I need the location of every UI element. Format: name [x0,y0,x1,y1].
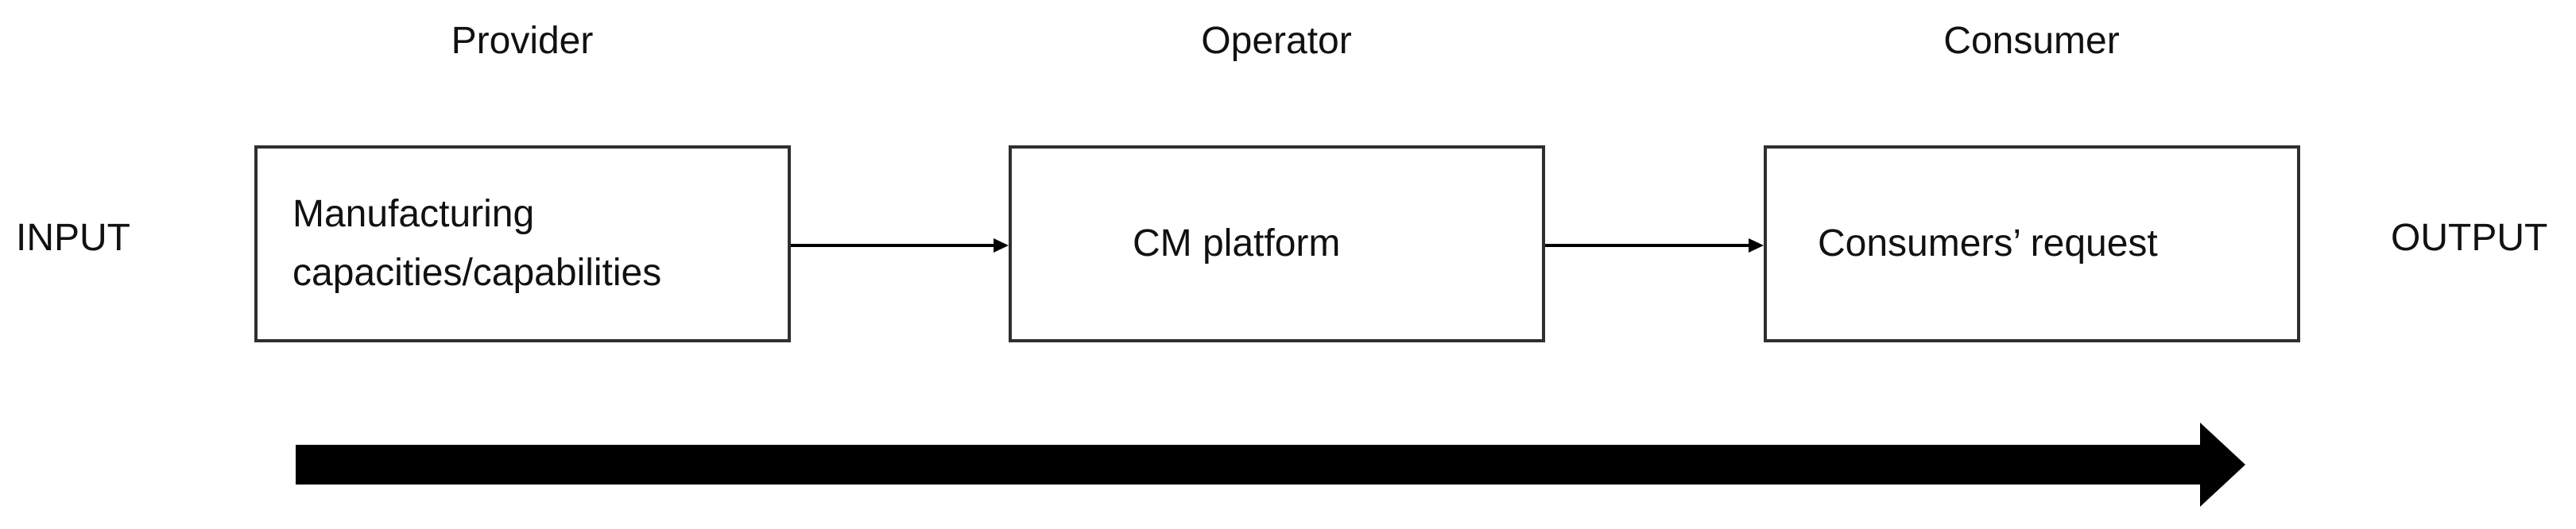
process-direction-arrow [296,423,2245,507]
consumer-box: Consumers’ request [1764,145,2300,342]
process-arrow-shaft [296,445,2203,485]
connector-arrowhead-1 [994,238,1009,253]
operator-box-text: CM platform [1133,222,1341,264]
provider-box-text: Manufacturing capacities/capabilities [258,185,661,303]
provider-box-line-1: Manufacturing [292,193,535,235]
connector-provider-operator [791,238,1009,253]
operator-label: Operator [1201,20,1352,62]
output-label: OUTPUT [2391,217,2548,259]
consumer-box-text: Consumers’ request [1818,222,2158,264]
provider-box-line-2: capacities/capabilities [292,252,662,294]
consumer-label: Consumer [1943,20,2120,62]
operator-box: CM platform [1009,145,1545,342]
connector-arrowhead-2 [1749,238,1764,253]
process-arrowhead [2200,423,2245,507]
connector-operator-consumer [1545,238,1764,253]
input-label: INPUT [16,217,130,259]
provider-box: Manufacturing capacities/capabilities [254,145,791,342]
provider-label: Provider [451,20,594,62]
